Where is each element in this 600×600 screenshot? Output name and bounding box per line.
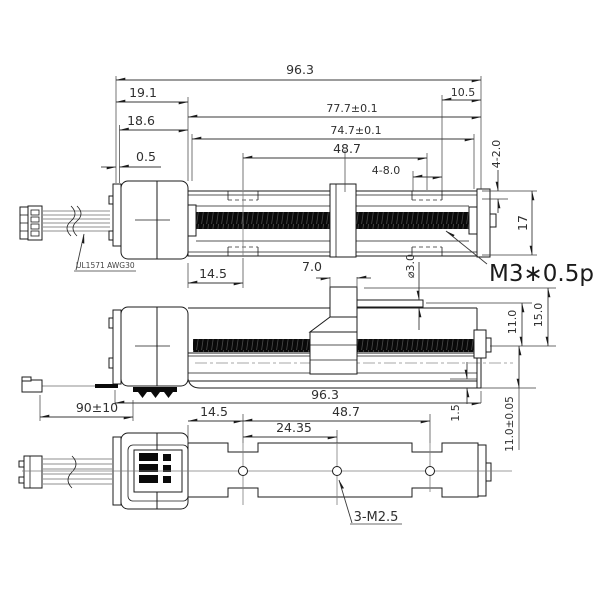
mounting-hole-3 [425,466,435,476]
actuator-rod [356,299,424,308]
cable-connector-bottom [18,455,43,489]
motor-pins [139,453,171,483]
holes-callout: 3-M2.5 [354,510,399,525]
cable-spec-label: UL1571 AWG30 [76,261,135,270]
cable-side [21,376,118,393]
dim-axis-height: 11.0±0.05 [504,396,516,452]
motor-body-top [108,180,189,260]
top-view: 96.3 19.1 18.6 0.5 77.7±0.1 74.7±0.1 48.… [19,62,594,288]
dim-motor-boss: 19.1 [129,85,157,100]
dim-first-hole-top: 14.5 [199,266,227,281]
motor-body-side [108,306,189,398]
dim-cable-length: 90±10 [76,400,118,415]
dim-hole-pitch: 24.35 [276,420,312,435]
slider-side [308,286,358,375]
slider-top [329,183,357,258]
cable-connector-top [19,205,43,241]
dim-boss-offset: 0.5 [136,149,156,164]
dim-overall-side: 96.3 [311,387,339,402]
wires-bottom [42,455,112,489]
dim-arm-height: 15.0 [532,303,545,328]
dim-hole-span-bottom: 48.7 [332,404,360,419]
dim-rod-diameter: ⌀3.0 [404,254,417,278]
dim-overall-top: 96.3 [286,62,314,77]
dim-rail-length: 77.7±0.1 [326,102,377,115]
dim-notch-depth: 4-2.0 [490,140,503,168]
dim-first-hole-bottom: 14.5 [200,404,228,419]
dim-notch-width: 4-8.0 [372,164,400,177]
dimensions-side: 7.0 ⌀3.0 11.0 15.0 96.3 90±10 1.5 [39,254,556,452]
mounting-hole-2 [332,466,342,476]
dim-motor-body: 18.6 [127,113,155,128]
dim-rail-width: 17 [515,215,530,231]
bottom-view: 14.5 48.7 24.35 3-M2.5 [18,404,512,525]
shaft-tip-top [489,213,497,228]
dim-end-offset: 10.5 [451,86,476,99]
dim-arm-width: 7.0 [302,259,322,274]
mounting-hole-1 [238,466,248,476]
rail-bottom [22,442,512,505]
dimensions-top: 96.3 19.1 18.6 0.5 77.7±0.1 74.7±0.1 48.… [74,62,594,288]
rail-side [187,286,513,389]
guide-rail-top [187,183,497,258]
end-bearing-side [473,329,487,359]
dim-rod-height: 11.0 [506,310,519,335]
dim-screw-length: 74.7±0.1 [330,124,381,137]
dim-hole-span-top: 48.7 [333,141,361,156]
end-nut-top [468,206,478,235]
dimensions-bottom: 14.5 48.7 24.35 3-M2.5 [187,404,431,525]
side-view: 7.0 ⌀3.0 11.0 15.0 96.3 90±10 1.5 [21,254,556,452]
wires-top [42,205,110,237]
dim-base-step: 1.5 [449,404,462,422]
thread-callout: M3∗0.5p [489,261,594,287]
